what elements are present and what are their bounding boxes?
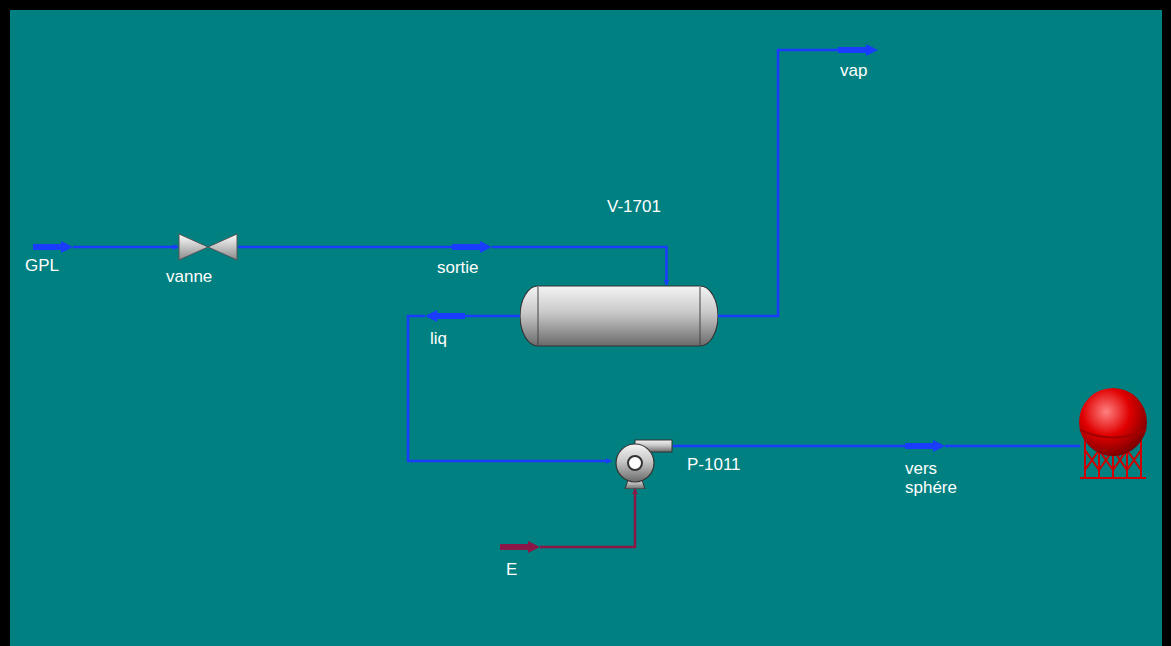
stream-connector: [718, 50, 838, 316]
stream-icon: [425, 310, 465, 322]
unit-icon: [905, 439, 945, 453]
material-stream: vers sphére: [905, 439, 945, 453]
material-stream: liq: [425, 309, 465, 323]
material-stream: GPL: [33, 240, 73, 254]
stream-icon: [838, 44, 878, 56]
material-stream: vap: [838, 43, 878, 57]
storage-sphere: [1079, 388, 1147, 478]
pump-unit: P-1011: [611, 433, 673, 489]
unit-label: GPL: [25, 256, 59, 275]
unit-label: sortie: [437, 258, 479, 277]
separator-vessel: [520, 286, 718, 346]
stream-icon: [500, 541, 540, 553]
valve-symbol: [179, 234, 237, 260]
unit-label: vap: [840, 61, 867, 80]
unit-icon: [178, 233, 238, 261]
stream-connector: [540, 489, 635, 547]
stream-line: [945, 445, 1080, 448]
stream-icon: [452, 241, 492, 253]
unit-icon: [838, 43, 878, 57]
unit-label: vers sphére: [905, 459, 969, 497]
stream-connector: [673, 445, 905, 448]
unit-icon: [611, 433, 673, 489]
stream-connector: [238, 246, 452, 249]
unit-label: E: [506, 560, 517, 579]
material-stream: E: [500, 540, 540, 554]
unit-icon: [500, 540, 540, 554]
unit-label: vanne: [166, 267, 212, 286]
vessel-seam: [700, 287, 701, 345]
unit-icon: [452, 240, 492, 254]
material-stream: sortie: [452, 240, 492, 254]
stream-connector: [492, 247, 667, 285]
unit-icon: [425, 309, 465, 323]
pump-casing: [616, 444, 654, 482]
stream-icon: [905, 440, 945, 452]
unit-label: liq: [430, 329, 447, 348]
valve-unit: vanne: [178, 233, 238, 261]
stream-connector: [73, 246, 178, 249]
unit-icon: [33, 240, 73, 254]
unit-label: V-1701: [607, 197, 661, 216]
vessel-seam: [538, 287, 539, 345]
stream-icon: [33, 241, 73, 253]
pump-impeller: [628, 456, 642, 470]
unit-label: P-1011: [687, 455, 741, 474]
separator-vessel: V-1701: [520, 285, 718, 347]
stream-connector: [465, 315, 520, 318]
unit-icon: [520, 285, 718, 347]
canvas: [10, 10, 1162, 646]
